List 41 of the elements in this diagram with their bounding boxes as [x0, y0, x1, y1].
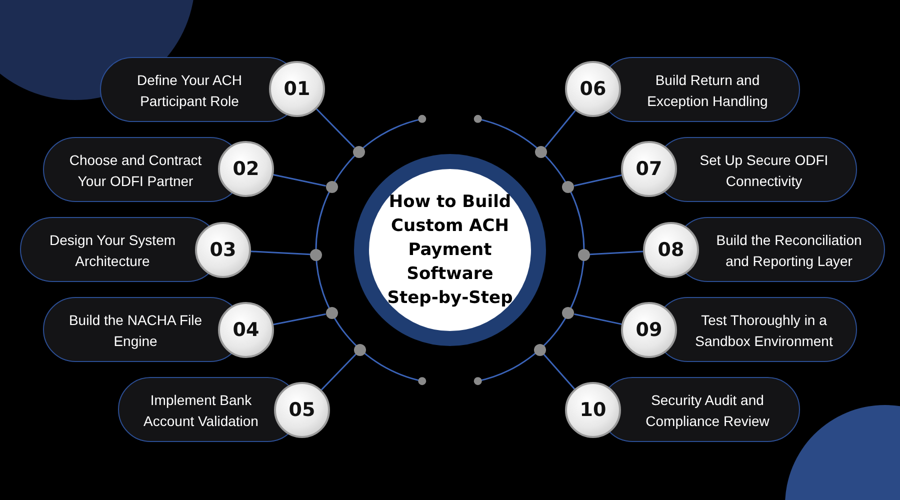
connector-line: [250, 250, 310, 256]
connector-dot: [352, 146, 365, 158]
connector-dot: [354, 344, 366, 356]
step-text: Define Your ACH Participant Role: [136, 70, 244, 111]
step-text: Security Audit and Compliance Review: [644, 390, 770, 431]
connector-line: [544, 110, 576, 148]
connector-line: [316, 108, 355, 148]
step-number: 01: [269, 61, 325, 117]
step-number: 03: [195, 222, 251, 278]
connector-line: [320, 353, 357, 390]
step-text: Build the Reconciliation and Reporting Layer: [715, 230, 863, 271]
connector-line: [574, 174, 622, 187]
connector-dot: [535, 146, 548, 158]
step-text: Build the NACHA File Engine: [68, 310, 204, 351]
connector-line: [590, 250, 644, 256]
step-number: 02: [218, 141, 274, 197]
connector-line: [273, 174, 326, 187]
connector-line: [543, 354, 576, 390]
step-text: Set Up Secure ODFI Connectivity: [698, 150, 830, 191]
connector-dot: [326, 181, 338, 194]
step-number: 05: [274, 382, 330, 438]
step-text: Implement Bank Account Validation: [142, 390, 260, 430]
step-text: Design Your System Architecture: [48, 230, 177, 270]
connector-dot: [310, 248, 322, 261]
step-text: Choose and Contract Your ODFI Partner: [68, 150, 203, 190]
step-text: Build Return and Exception Handling: [646, 70, 769, 111]
step-number: 09: [621, 302, 677, 358]
connector-dot: [562, 306, 574, 319]
connector-line: [574, 313, 622, 325]
connector-dot: [534, 344, 546, 356]
connector-dot: [326, 306, 338, 319]
step-number: 08: [643, 222, 699, 278]
step-text: Test Thoroughly in a Sandbox Environment: [694, 310, 834, 350]
step-number: 10: [565, 382, 621, 438]
connector-dot: [562, 181, 574, 194]
connector-line: [273, 313, 326, 326]
connector-dot: [578, 248, 590, 261]
step-number: 07: [621, 141, 677, 197]
title-text: How to Build Custom ACH Payment Software Step-by-Step: [386, 191, 514, 310]
step-number: 06: [565, 61, 621, 117]
step-number: 04: [218, 302, 274, 358]
